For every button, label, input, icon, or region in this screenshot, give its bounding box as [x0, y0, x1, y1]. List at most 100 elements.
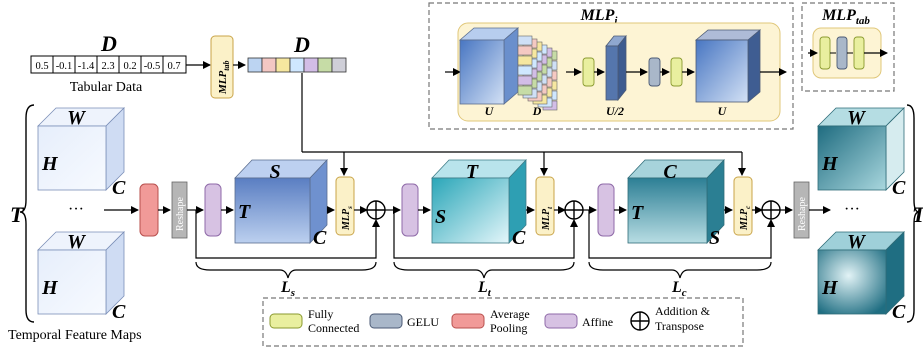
legend-gelu-label: GELU — [407, 315, 439, 329]
stage-s-bottom-label: C — [313, 227, 327, 249]
legend-add-line1: Addition & — [655, 304, 711, 318]
stage-s-left-label: T — [238, 201, 251, 223]
legend-pool-line2: Pooling — [490, 321, 527, 335]
legend-affine: Affine — [544, 313, 613, 329]
mlp-i-label-d: D — [532, 104, 542, 118]
tabular-cell: 2.3 — [101, 61, 114, 72]
legend-fc: Fully Connected — [269, 307, 359, 335]
reshape-label: Reshape — [797, 197, 808, 231]
legend-gelu: GELU — [369, 313, 439, 329]
legend-fc-line2: Connected — [308, 321, 359, 335]
mlp-t-label: MLP — [541, 208, 552, 231]
svg-text:MLPtab: MLPtab — [821, 7, 870, 27]
mlp-i-label-u-out: U — [718, 104, 728, 118]
average-pooling-block — [139, 183, 159, 237]
mlp-s-sub: s — [346, 206, 354, 210]
input-t-label: T — [10, 202, 25, 227]
add-transpose-icon — [761, 200, 781, 220]
stage-c-top-label: C — [663, 161, 677, 183]
input-w-label: W — [67, 231, 86, 253]
stage-s: S T C MLPs Ls — [195, 158, 386, 299]
mlp-i-cube-u — [458, 27, 520, 105]
output-c-label: C — [892, 301, 906, 323]
output-brace — [906, 104, 920, 323]
reshape-block-out: Reshape — [793, 181, 810, 239]
stage-t-left-label: S — [435, 206, 446, 228]
embedding-vector — [247, 57, 347, 73]
tabular-cell: -1.4 — [78, 61, 95, 72]
input-brace — [19, 104, 35, 323]
embedding-d-label: D — [293, 32, 310, 57]
mlp-tab-fc-2 — [853, 36, 865, 70]
svg-text:MLPt: MLPt — [541, 206, 554, 231]
tabular-d-label: D — [100, 31, 117, 56]
legend: Fully Connected GELU Average Pooling Aff… — [262, 297, 744, 347]
mlp-tab-panel-sub: tab — [856, 15, 871, 27]
output-dots: ··· — [844, 201, 860, 218]
tabular-caption: Tabular Data — [70, 80, 143, 95]
output-h-label: H — [821, 277, 839, 299]
stage-t-brace-sub: t — [488, 287, 492, 299]
legend-affine-label: Affine — [582, 315, 613, 329]
add-transpose-icon — [564, 200, 584, 220]
stage-c-brace — [588, 261, 772, 279]
input-h-label: H — [41, 277, 59, 299]
tabular-cell: -0.1 — [56, 61, 73, 72]
legend-pool-line1: Average — [490, 307, 530, 321]
affine-block — [597, 183, 615, 237]
svg-text:MLPc: MLPc — [739, 206, 752, 231]
output-h-label: H — [821, 153, 839, 175]
svg-text:MLPi: MLPi — [580, 7, 619, 27]
embedding-cell — [275, 57, 291, 73]
mlp-tab-sub: tab — [222, 61, 231, 71]
tabular-cell: 0.2 — [123, 61, 136, 72]
mlp-i-label-u-half: U/2 — [606, 104, 624, 118]
input-cube-bottom: W H C — [37, 231, 126, 323]
mlp-i-panel: MLPi U D U/2 — [428, 2, 794, 130]
mlp-tab-label: MLP — [217, 71, 229, 96]
input-feature-maps: T W H C ··· W H C Temporal Feature Maps — [8, 104, 142, 343]
legend-add-line2: Transpose — [655, 319, 704, 333]
stage-s-brace — [195, 261, 377, 279]
tabular-cell: 0.5 — [35, 61, 48, 72]
stage-c: C T S MLPc Lc — [588, 158, 781, 299]
mlp-c-label: MLP — [739, 208, 750, 231]
mlp-tab-panel-title: MLP — [821, 7, 856, 24]
input-cube-top: W H C — [37, 107, 126, 199]
embedding-cell — [317, 57, 333, 73]
mlp-i-fc-1 — [582, 57, 595, 87]
mlp-i-gelu — [648, 57, 661, 87]
output-t-label: T — [912, 202, 923, 227]
stage-c-brace-sub: c — [682, 287, 687, 299]
add-transpose-icon — [366, 200, 386, 220]
tabular-cell: -0.5 — [144, 61, 161, 72]
embedding-cell — [247, 57, 263, 73]
mlp-i-title: MLP — [580, 7, 615, 24]
mlp-c-block — [733, 176, 753, 236]
svg-text:Ls: Ls — [280, 279, 295, 299]
output-w-label: W — [847, 231, 866, 253]
embedding-cell — [261, 57, 277, 73]
tabular-data-group: D 0.5 -0.1 -1.4 2.3 0.2 -0.5 0.7 Tabular… — [30, 31, 347, 99]
embedding-cell — [289, 57, 305, 73]
affine-block — [204, 183, 222, 237]
svg-text:MLPtab: MLPtab — [217, 61, 231, 95]
input-dots: ··· — [68, 201, 84, 218]
input-c-label: C — [112, 301, 126, 323]
stage-c-bottom-label: S — [709, 227, 720, 249]
stage-s-brace-label: L — [280, 279, 291, 296]
mlp-t-sub: t — [546, 206, 554, 209]
input-caption: Temporal Feature Maps — [8, 328, 142, 343]
legend-add: Addition & Transpose — [630, 304, 711, 333]
mlp-i-fc-2 — [670, 57, 683, 87]
d-slice — [517, 35, 533, 96]
mlp-tab-fc-1 — [819, 36, 831, 70]
stage-t-brace-label: L — [477, 279, 488, 296]
svg-text:MLPs: MLPs — [341, 206, 354, 231]
output-c-label: C — [892, 177, 906, 199]
mlp-i-cube-u-out — [694, 29, 762, 103]
svg-text:Lc: Lc — [671, 279, 687, 299]
affine-block — [401, 183, 419, 237]
mlp-tab-gelu — [836, 36, 848, 70]
